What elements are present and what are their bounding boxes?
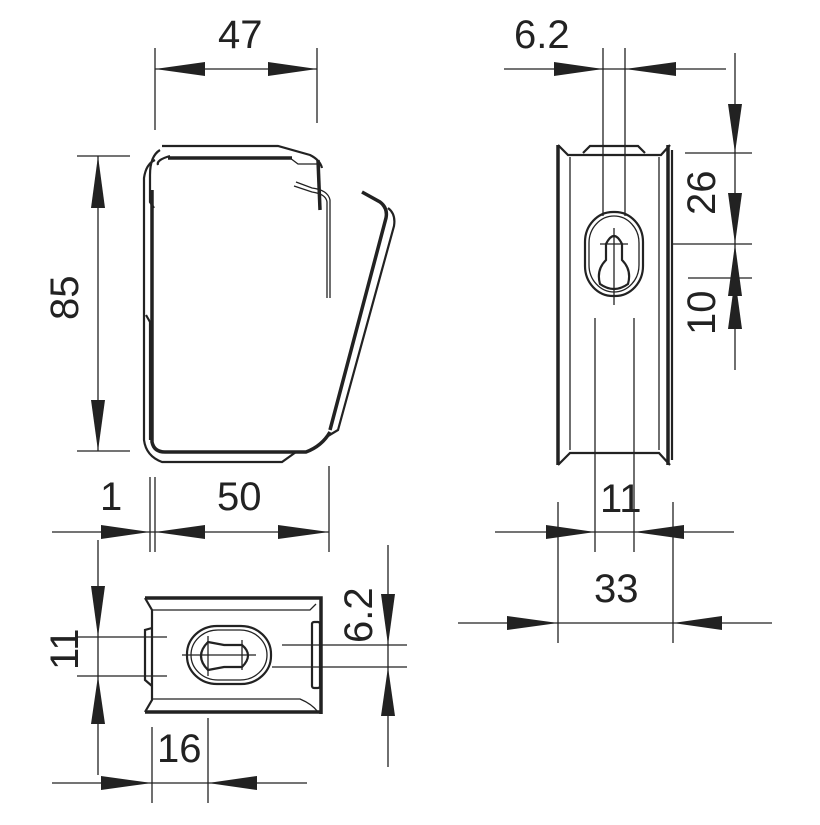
dim-26: 26	[680, 171, 724, 216]
dim-11-front: 11	[600, 477, 642, 521]
dim-6-2-top: 6.2	[514, 13, 570, 57]
dim-6-2-bottom: 6.2	[337, 587, 381, 643]
front-view: 6.2 26 10 11 33	[458, 13, 772, 643]
side-view: 47 85 1 50	[43, 13, 396, 552]
dim-47: 47	[218, 13, 263, 57]
dim-50: 50	[217, 475, 262, 519]
dim-16: 16	[157, 727, 202, 771]
bottom-view: 11 6.2 16	[43, 540, 407, 803]
dim-1: 1	[100, 475, 122, 519]
dim-33: 33	[594, 567, 639, 611]
dim-85: 85	[43, 276, 87, 321]
dim-10: 10	[680, 291, 724, 336]
dim-11-bottom: 11	[43, 628, 87, 670]
